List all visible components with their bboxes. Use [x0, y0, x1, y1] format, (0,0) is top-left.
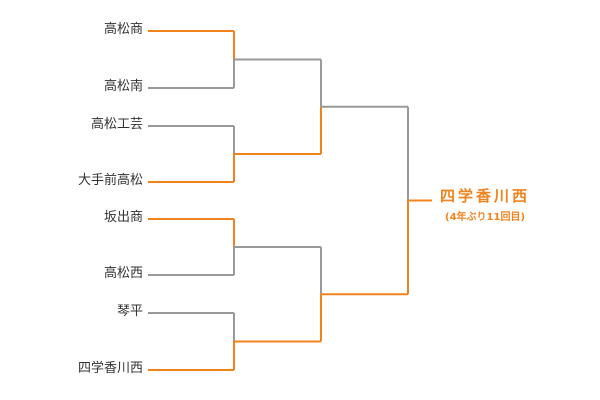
team-label: 琴平 [116, 304, 143, 319]
champion-note: (4年ぶり11回目) [445, 212, 526, 223]
team-label: 高松南 [103, 79, 143, 94]
champion: 四学香川西 (4年ぶり11回目) [440, 185, 530, 223]
team-label: 大手前高松 [77, 173, 143, 188]
team-label: 坂出商 [103, 210, 143, 225]
team-label: 高松西 [103, 266, 143, 281]
team-label: 四学香川西 [77, 361, 143, 376]
champion-name: 四学香川西 [440, 187, 531, 205]
team-label: 高松工芸 [90, 117, 143, 132]
team-label: 高松商 [103, 22, 143, 37]
